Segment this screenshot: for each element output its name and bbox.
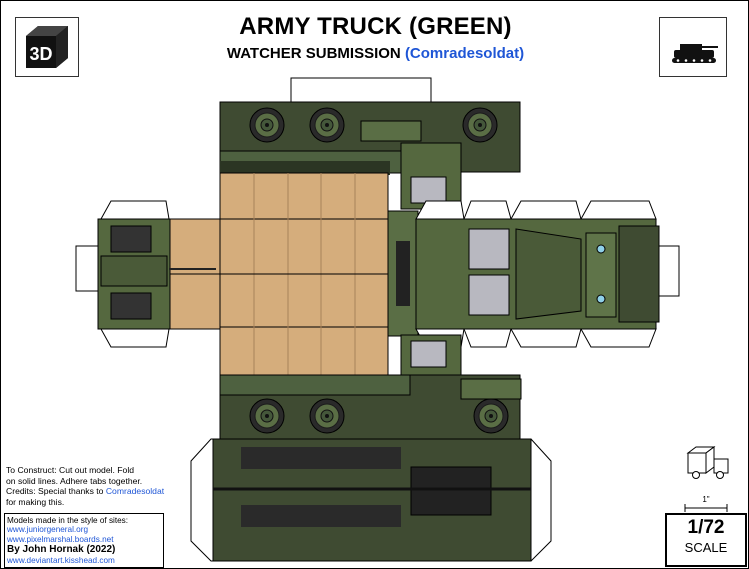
instruction-line: Credits: Special thanks to Comradesoldat (6, 486, 206, 497)
inch-marker: 1" (671, 495, 741, 514)
link-juniorgeneral[interactable]: www.juniorgeneral.org (7, 525, 89, 535)
cargo-canvas (168, 172, 390, 376)
upper-side-panel (219, 101, 521, 210)
top-tab (290, 77, 432, 103)
subtitle-credit: (Comradesoldat) (404, 45, 525, 62)
chassis-bottom (190, 438, 552, 562)
construction-instructions: To Construct: Cut out model. Fold on sol… (6, 465, 206, 507)
instruction-line: on solid lines. Adhere tabs together. (6, 475, 143, 486)
instruction-line: To Construct: Cut out model. Fold (6, 465, 135, 475)
credit-prefix: Credits: Special thanks to (6, 486, 106, 497)
cube-icon: 3D (26, 26, 68, 68)
models-intro: Models made in the style of sites: (7, 516, 129, 525)
inch-ruler (684, 504, 728, 512)
cab-join (387, 210, 419, 337)
models-info-box: Models made in the style of sites: www.j… (4, 513, 164, 568)
scale-label: SCALE (684, 540, 728, 555)
page-title: ARMY TRUCK (GREEN) (239, 13, 512, 40)
link-deviantart[interactable]: www.deviantart.kisshead.com (7, 556, 115, 566)
scale-ratio: 1/72 (687, 517, 725, 538)
inch-label: 1" (702, 495, 710, 504)
instruction-line: for making this. (6, 496, 65, 507)
badge-label: 3D (29, 44, 52, 64)
lower-side-panel (219, 334, 522, 442)
author-credit: By John Hornak (2022) (7, 544, 116, 556)
scale-box: 1/72 SCALE (665, 513, 747, 567)
subtitle-text: WATCHER SUBMISSION (226, 45, 401, 62)
page-subtitle: WATCHER SUBMISSION (Comradesoldat) (1, 45, 749, 62)
link-pixelmarshal[interactable]: www.pixelmarshal.boards.net (7, 534, 114, 544)
tank-badge (659, 17, 727, 77)
truck-icon (686, 446, 729, 479)
3d-badge: 3D (15, 17, 79, 77)
rear-panel (75, 200, 216, 348)
tank-icon (672, 44, 718, 63)
cab-top (415, 200, 680, 348)
credit-name: Comradesoldat (105, 486, 165, 497)
